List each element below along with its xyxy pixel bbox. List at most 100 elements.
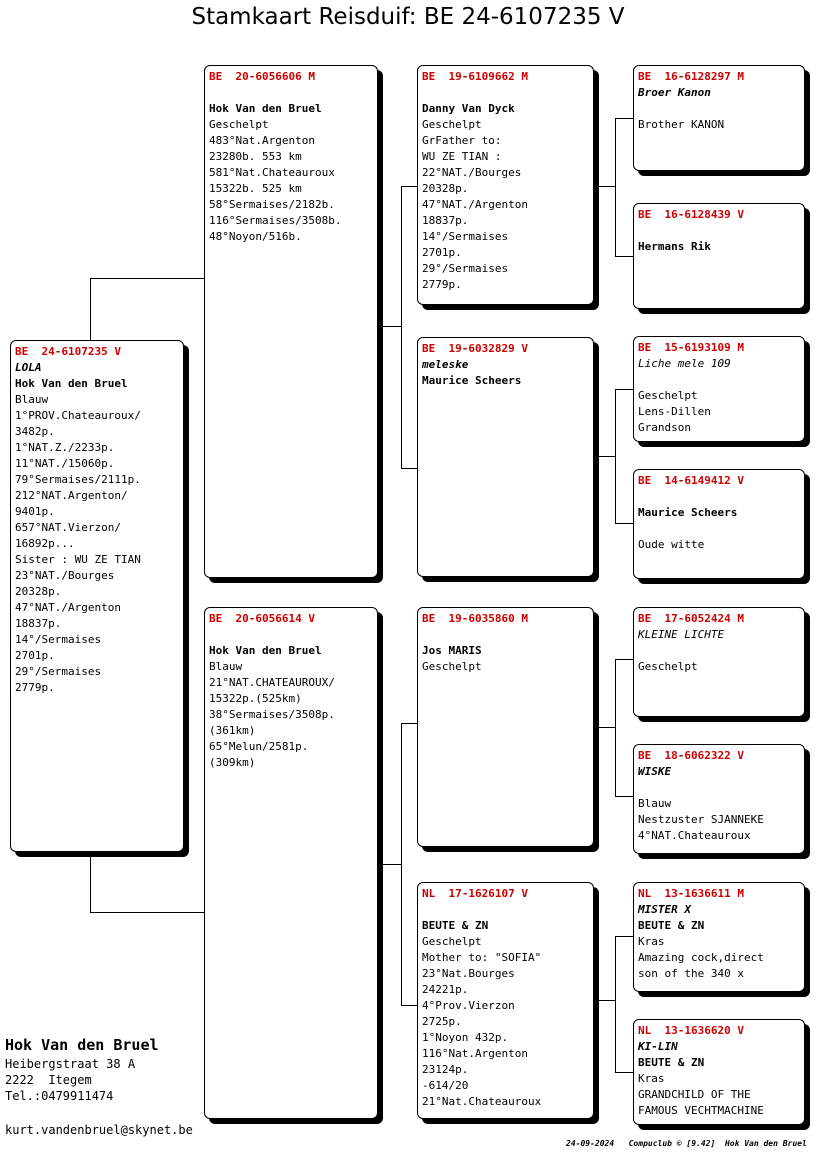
ring-number: BE 20-6056614 V [209, 612, 315, 625]
detail-line: 1°Noyon 432p. [422, 1031, 509, 1044]
footer-credit: 24-09-2024 Compuclub © [9.42] Hok Van de… [566, 1139, 807, 1148]
owner-email[interactable]: kurt.vandenbruel@skynet.be [5, 1123, 193, 1137]
detail-line: 38°Sermaises/3508p. [209, 708, 335, 721]
detail-line: Geschelpt [638, 660, 698, 673]
detail-line: 23280b. 553 km [209, 150, 302, 163]
great-grandparent-card[interactable]: NL 13-1636620 V KI-LIN BEUTE & ZN Kras G… [633, 1019, 805, 1125]
detail-line: 65°Melun/2581p. [209, 740, 309, 753]
owner-info: Hok Van den Bruel Heibergstraat 38 A 222… [5, 1034, 159, 1104]
connector-line [615, 936, 633, 937]
pigeon-name: MISTER X [638, 903, 691, 916]
connector-line [615, 118, 633, 119]
detail-line: Grandson [638, 421, 691, 434]
connector-line [594, 456, 615, 457]
connector-line [401, 723, 402, 1005]
connector-line [378, 864, 401, 865]
detail-line: 18837p. [15, 617, 62, 630]
paternal-grandmother-card[interactable]: BE 19-6032829 V meleske Maurice Scheers [417, 337, 594, 577]
detail-line: Mother to: "SOFIA" [422, 951, 542, 964]
connector-line [401, 1005, 417, 1006]
detail-line: (361km) [209, 724, 256, 737]
ring-number: BE 19-6109662 M [422, 70, 528, 83]
subject-card[interactable]: BE 24-6107235 V LOLA Hok Van den Bruel B… [10, 340, 184, 852]
detail-line: Oude witte [638, 538, 705, 551]
detail-line: FAMOUS VECHTMACHINE [638, 1104, 764, 1117]
ring-number: BE 19-6035860 M [422, 612, 528, 625]
detail-line: 47°NAT./Argenton [422, 198, 528, 211]
detail-line: Lens-Dillen [638, 405, 711, 418]
breeder-name: Hok Van den Bruel [209, 102, 322, 115]
detail-line: Blauw [15, 393, 49, 406]
detail-line: 1°NAT.Z./2233p. [15, 441, 115, 454]
detail-line: 23°Nat.Bourges [422, 967, 515, 980]
detail-line: Sister : WU ZE TIAN [15, 553, 141, 566]
connector-line [615, 389, 616, 523]
great-grandparent-card[interactable]: BE 16-6128297 M Broer Kanon Brother KANO… [633, 65, 805, 171]
breeder-name: Maurice Scheers [638, 506, 738, 519]
detail-line: GRANDCHILD OF THE [638, 1088, 751, 1101]
detail-line: 3482p. [15, 425, 55, 438]
detail-line: 15322p.(525km) [209, 692, 302, 705]
detail-line: 48°Noyon/516b. [209, 230, 302, 243]
detail-line: 21°NAT.CHATEAUROUX/ [209, 676, 335, 689]
paternal-grandfather-card[interactable]: BE 19-6109662 M Danny Van Dyck Geschelpt… [417, 65, 594, 305]
father-card[interactable]: BE 20-6056606 M Hok Van den Bruel Gesche… [204, 65, 378, 578]
detail-line: 2701p. [422, 246, 462, 259]
detail-line: 212°NAT.Argenton/ [15, 489, 128, 502]
detail-line: 2725p. [422, 1015, 462, 1028]
detail-line: 29°/Sermaises [422, 262, 509, 275]
connector-line [615, 523, 633, 524]
detail-line: -614/20 [422, 1079, 469, 1092]
detail-line: Geschelpt [422, 660, 482, 673]
ring-number: NL 17-1626107 V [422, 887, 528, 900]
connector-line [90, 912, 204, 913]
detail-line: 483°Nat.Argenton [209, 134, 315, 147]
detail-line: Geschelpt [422, 118, 482, 131]
detail-line: 29°/Sermaises [15, 665, 102, 678]
great-grandparent-card[interactable]: BE 17-6052424 M KLEINE LICHTE Geschelpt [633, 607, 805, 717]
connector-line [615, 256, 633, 257]
great-grandparent-card[interactable]: BE 18-6062322 V WISKE Blauw Nestzuster S… [633, 744, 805, 854]
connector-line [401, 468, 417, 469]
breeder-name: Hok Van den Bruel [15, 377, 128, 390]
detail-line: Geschelpt [422, 935, 482, 948]
breeder-name: Jos MARIS [422, 644, 482, 657]
maternal-grandfather-card[interactable]: BE 19-6035860 M Jos MARIS Geschelpt [417, 607, 594, 847]
connector-line [615, 659, 633, 660]
pigeon-name: Liche mele 109 [638, 357, 731, 370]
detail-line: 24221p. [422, 983, 469, 996]
great-grandparent-card[interactable]: BE 14-6149412 V Maurice Scheers Oude wit… [633, 469, 805, 579]
detail-line: 15322b. 525 km [209, 182, 302, 195]
detail-line: 2779p. [15, 681, 55, 694]
detail-line: 23°NAT./Bourges [15, 569, 115, 582]
pigeon-name: WISKE [638, 765, 672, 778]
maternal-grandmother-card[interactable]: NL 17-1626107 V BEUTE & ZN Geschelpt Mot… [417, 882, 594, 1119]
detail-line: 22°NAT./Bourges [422, 166, 522, 179]
pigeon-name: KI-LIN [638, 1040, 678, 1053]
ring-number: BE 19-6032829 V [422, 342, 528, 355]
detail-line: GrFather to: [422, 134, 502, 147]
breeder-name: Hermans Rik [638, 240, 711, 253]
breeder-name: Maurice Scheers [422, 374, 522, 387]
detail-line: Geschelpt [209, 118, 269, 131]
breeder-name: Hok Van den Bruel [209, 644, 322, 657]
great-grandparent-card[interactable]: BE 16-6128439 V Hermans Rik [633, 203, 805, 309]
detail-line: 20328p. [422, 182, 469, 195]
detail-line: 16892p... [15, 537, 75, 550]
detail-line: 581°Nat.Chateauroux [209, 166, 335, 179]
detail-line: 2779p. [422, 278, 462, 291]
ring-number: NL 13-1636620 V [638, 1024, 744, 1037]
pigeon-name: KLEINE LICHTE [638, 628, 725, 641]
ring-number: BE 17-6052424 M [638, 612, 744, 625]
ring-number: BE 14-6149412 V [638, 474, 744, 487]
mother-card[interactable]: BE 20-6056614 V Hok Van den Bruel Blauw … [204, 607, 378, 1119]
breeder-name: BEUTE & ZN [422, 919, 489, 932]
great-grandparent-card[interactable]: BE 15-6193109 M Liche mele 109 Geschelpt… [633, 336, 805, 442]
detail-line: 4°Prov.Vierzon [422, 999, 515, 1012]
detail-line: Brother KANON [638, 118, 725, 131]
connector-line [615, 936, 616, 1072]
detail-line: 657°NAT.Vierzon/ [15, 521, 121, 534]
connector-line [615, 659, 616, 796]
great-grandparent-card[interactable]: NL 13-1636611 M MISTER X BEUTE & ZN Kras… [633, 882, 805, 992]
detail-line: 47°NAT./Argenton [15, 601, 121, 614]
